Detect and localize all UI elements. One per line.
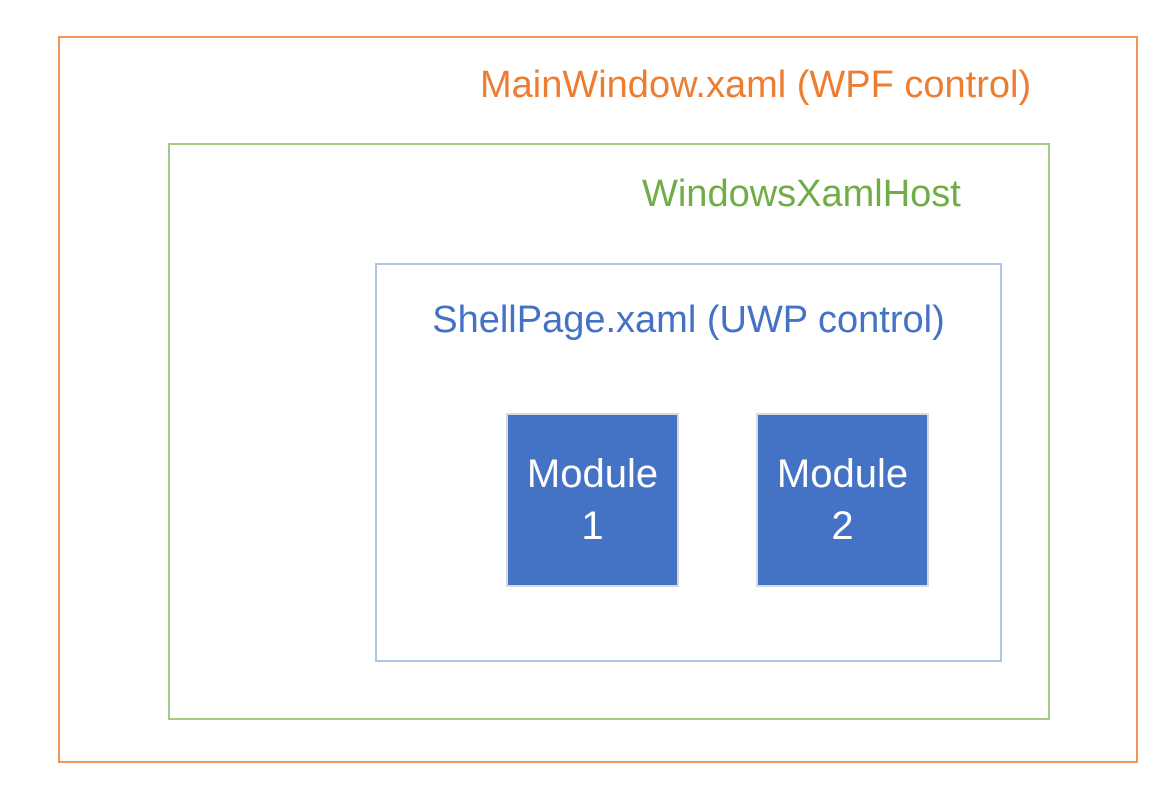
windowsxamlhost-label: WindowsXamlHost [642,173,961,215]
shellpage-uwp-box: ShellPage.xaml (UWP control) Module 1 Mo… [375,263,1002,662]
module-2-label-line2: 2 [831,504,854,548]
windowsxamlhost-box: WindowsXamlHost ShellPage.xaml (UWP cont… [168,143,1050,720]
module-1-label-line1: Module [526,452,659,496]
module-2-label-line1: Module [776,452,909,496]
module-2-box: Module 2 [756,413,929,587]
mainwindow-wpf-label: MainWindow.xaml (WPF control) [480,64,1032,106]
shellpage-uwp-label: ShellPage.xaml (UWP control) [432,299,945,341]
mainwindow-wpf-box: MainWindow.xaml (WPF control) WindowsXam… [58,36,1138,763]
module-1-label-line2: 1 [581,504,604,548]
module-1-box: Module 1 [506,413,679,587]
